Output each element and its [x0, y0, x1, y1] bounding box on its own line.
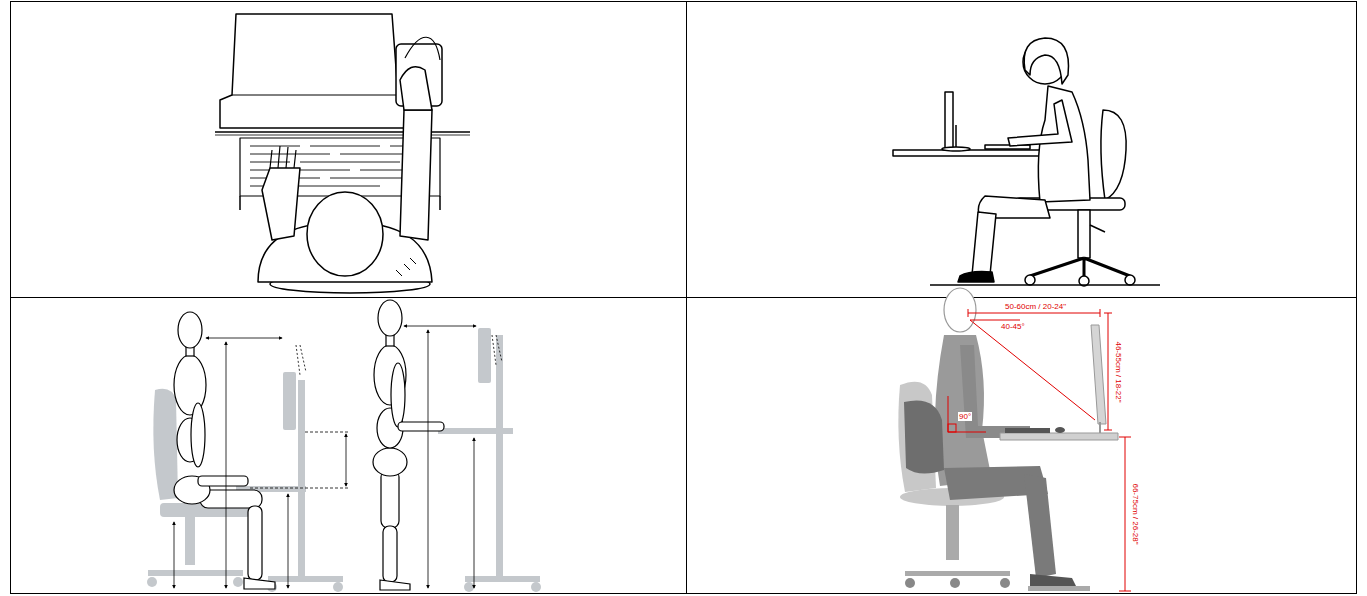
top-view-figure	[215, 14, 470, 293]
dimension-label: 66-75cm / 26-28"	[1131, 482, 1140, 545]
workstation-furniture	[147, 328, 541, 592]
mannequin	[174, 300, 444, 590]
seated-silhouette	[898, 288, 1118, 591]
side-view-figure	[893, 38, 1160, 286]
red-dimension-lines	[948, 309, 1131, 591]
dimension-label: 46-55cm / 18-22"	[1114, 340, 1123, 403]
dimension-label: 40-45°	[1000, 322, 1026, 331]
dimension-label: 50-60cm / 20-24"	[1004, 302, 1067, 311]
table-grid	[11, 2, 1357, 594]
dimension-lines	[174, 326, 502, 588]
dimension-label: 90°	[958, 412, 972, 421]
